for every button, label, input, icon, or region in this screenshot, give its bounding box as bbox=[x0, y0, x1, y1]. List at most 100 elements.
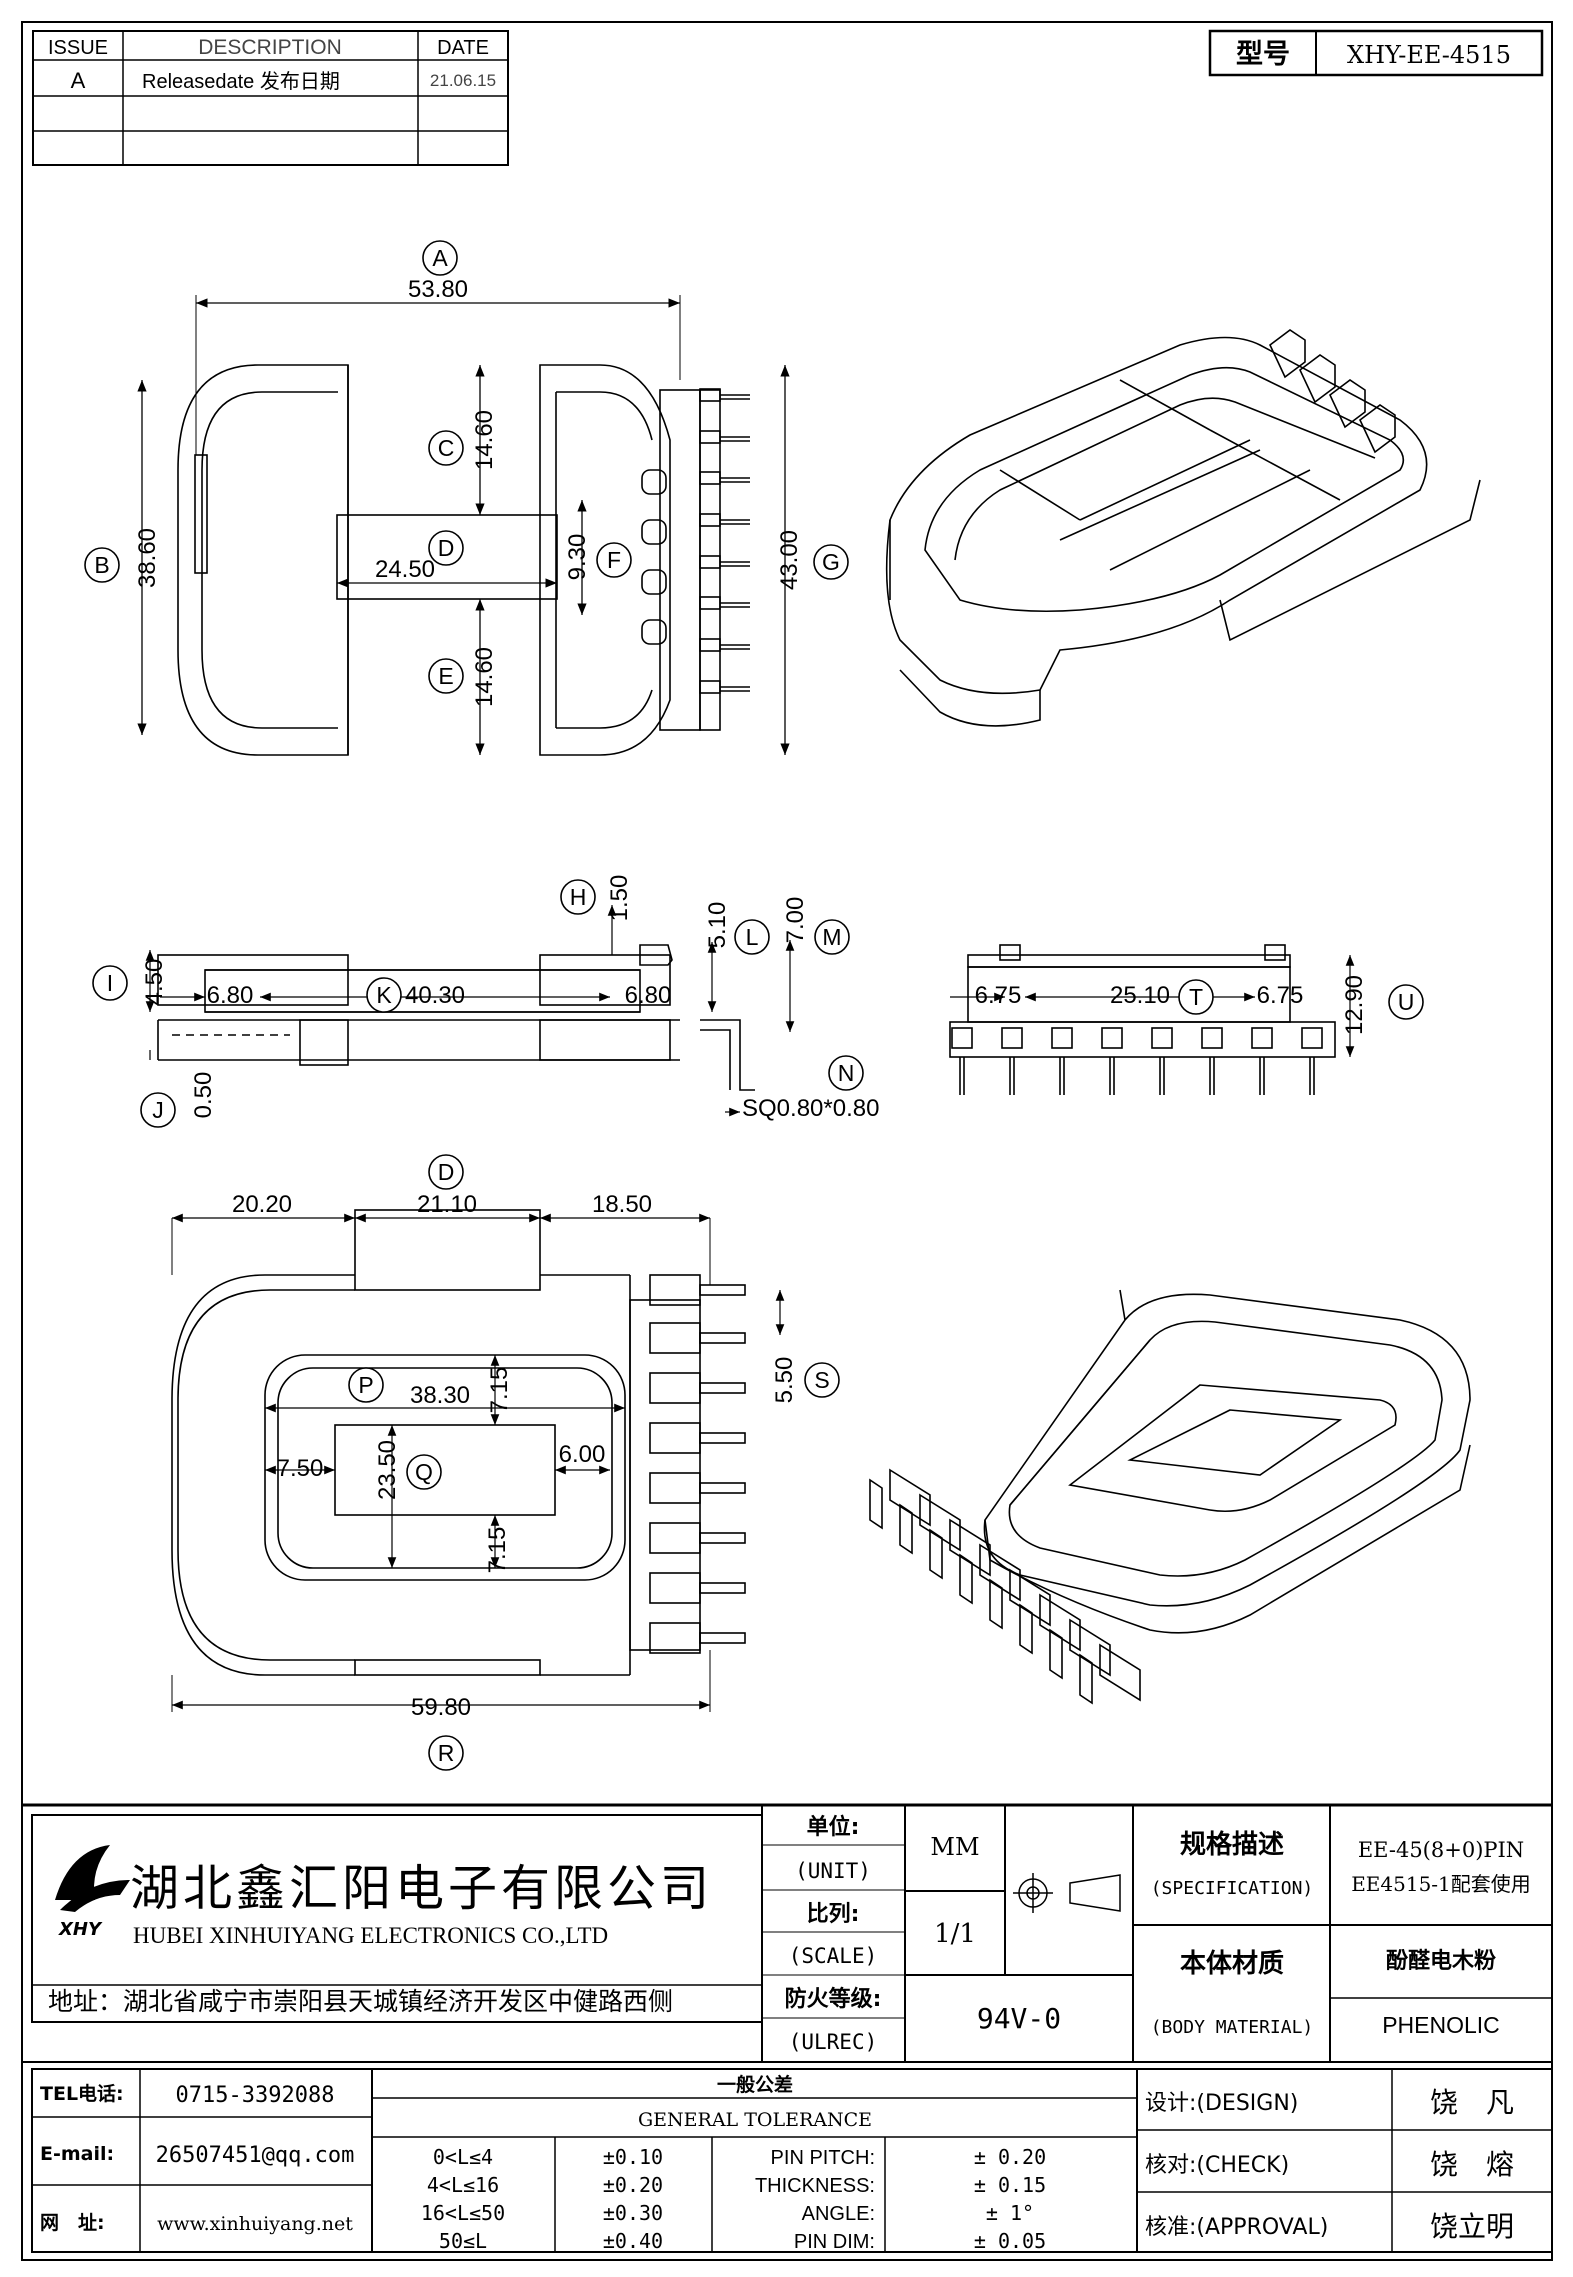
callout-a: A bbox=[422, 240, 458, 276]
callout-f: F bbox=[596, 542, 632, 578]
svg-text:±0.30: ±0.30 bbox=[603, 2201, 663, 2225]
callout-r: R bbox=[428, 1735, 464, 1771]
svg-text:F: F bbox=[607, 547, 621, 573]
svg-text:I: I bbox=[107, 970, 113, 996]
svg-text:核准:(APPROVAL): 核准:(APPROVAL) bbox=[1145, 2215, 1328, 2240]
callout-d: D bbox=[428, 530, 464, 566]
spec-line1: EE-45(8+0)PIN bbox=[1358, 1838, 1524, 1862]
callout-n: N bbox=[828, 1055, 864, 1091]
svg-text:± 1°: ± 1° bbox=[986, 2201, 1034, 2225]
tolerance-title-en: GENERAL TOLERANCE bbox=[638, 2109, 872, 2131]
svg-text:M: M bbox=[822, 924, 841, 950]
rev-header-description: DESCRIPTION bbox=[198, 36, 342, 59]
material-label-cn: 本体材质 bbox=[1180, 1949, 1284, 1979]
dim-q-bottom: 7.15 bbox=[484, 1527, 511, 1574]
unit-label-en: (UNIT) bbox=[795, 1859, 871, 1883]
web-label: 网 址: bbox=[40, 2212, 105, 2234]
material-label-en: (BODY MATERIAL) bbox=[1151, 2017, 1314, 2038]
company-logo: XHY bbox=[55, 1845, 130, 1940]
signoff-row: 核准:(APPROVAL)饶立明 bbox=[1145, 2210, 1514, 2243]
bottom-view bbox=[171, 1209, 746, 1676]
title-block: XHY 湖北鑫汇阳电子有限公司 HUBEI XINHUIYANG ELECTRO… bbox=[22, 1803, 1553, 2253]
svg-text:T: T bbox=[1189, 984, 1203, 1010]
svg-text:0<L≤4: 0<L≤4 bbox=[433, 2145, 493, 2169]
callout-q: Q bbox=[406, 1454, 442, 1490]
dim-g-value: 43.00 bbox=[776, 530, 803, 590]
side-view-dims: 6.75 25.10 6.75 12.90 bbox=[950, 955, 1368, 1057]
company-name-cn: 湖北鑫汇阳电子有限公司 bbox=[130, 1860, 713, 1917]
dim-t-left: 6.75 bbox=[975, 982, 1022, 1009]
svg-text:±0.20: ±0.20 bbox=[603, 2173, 663, 2197]
company-address: 地址：湖北省咸宁市崇阳县天城镇经济开发区中健路西侧 bbox=[48, 1987, 673, 2016]
flame-value: 94V-0 bbox=[977, 2002, 1061, 2035]
dim-k-right: 6.80 bbox=[625, 982, 672, 1009]
svg-text:PIN DIM:: PIN DIM: bbox=[794, 2231, 875, 2253]
svg-text:PIN PITCH:: PIN PITCH: bbox=[771, 2147, 875, 2169]
svg-text:核对:(CHECK): 核对:(CHECK) bbox=[1145, 2153, 1289, 2178]
dim-d-value: 24.50 bbox=[375, 556, 435, 583]
svg-text:Q: Q bbox=[415, 1459, 433, 1485]
callout-k: K bbox=[366, 977, 402, 1013]
svg-text:± 0.05: ± 0.05 bbox=[974, 2229, 1046, 2253]
callout-c: C bbox=[428, 430, 464, 466]
dim-h-value: 1.50 bbox=[606, 875, 633, 922]
svg-text:16<L≤50: 16<L≤50 bbox=[421, 2201, 505, 2225]
spec-label-cn: 规格描述 bbox=[1180, 1829, 1284, 1860]
dim-t-value: 25.10 bbox=[1110, 982, 1170, 1009]
rev-issue-a: A bbox=[71, 68, 86, 93]
dim-s-value: 5.50 bbox=[771, 1357, 798, 1404]
tel-value: 0715-3392088 bbox=[176, 2083, 335, 2108]
svg-text:N: N bbox=[838, 1060, 855, 1086]
callout-j: J bbox=[140, 1092, 176, 1128]
callout-p: P bbox=[348, 1367, 384, 1403]
dim-k-value: 40.30 bbox=[405, 982, 465, 1009]
svg-text:饶 凡: 饶 凡 bbox=[1430, 2086, 1514, 2119]
rev-header-date: DATE bbox=[437, 37, 489, 59]
svg-text:4<L≤16: 4<L≤16 bbox=[427, 2173, 499, 2197]
dim-c-value: 14.60 bbox=[471, 410, 498, 470]
spec-label-en: (SPECIFICATION) bbox=[1151, 1878, 1314, 1899]
svg-text:K: K bbox=[376, 982, 392, 1008]
web-value: www.xinhuiyang.net bbox=[157, 2213, 353, 2235]
revision-table: ISSUE DESCRIPTION DATE A Releasedate 发布日… bbox=[32, 30, 509, 166]
svg-text:设计:(DESIGN): 设计:(DESIGN) bbox=[1145, 2091, 1298, 2116]
projection-symbol-icon bbox=[1013, 1873, 1121, 1913]
model-value: XHY-EE-4515 bbox=[1347, 41, 1511, 69]
signoff-row: 设计:(DESIGN) 饶 凡 bbox=[1145, 2086, 1514, 2119]
svg-text:± 0.15: ± 0.15 bbox=[974, 2173, 1046, 2197]
dim-i-value: 4.50 bbox=[141, 959, 168, 1006]
email-value: 26507451@qq.com bbox=[156, 2143, 355, 2168]
dim-n-value: SQ0.80*0.80 bbox=[742, 1095, 879, 1122]
svg-text:D: D bbox=[438, 1159, 455, 1185]
dim-k-left: 6.80 bbox=[207, 982, 254, 1009]
dim-m-value: 7.00 bbox=[782, 897, 809, 944]
dim-t-right: 6.75 bbox=[1257, 982, 1304, 1009]
svg-text:D: D bbox=[438, 535, 455, 561]
dim-d2-value: 21.10 bbox=[417, 1191, 477, 1218]
unit-label-cn: 单位: bbox=[807, 1814, 860, 1840]
flame-label-en: (ULREC) bbox=[789, 2030, 878, 2054]
scale-label-en: (SCALE) bbox=[789, 1944, 878, 1968]
svg-text:C: C bbox=[438, 435, 455, 461]
dim-p-top: 7.15 bbox=[486, 1367, 513, 1414]
dim-d2-left: 20.20 bbox=[232, 1191, 292, 1218]
callout-l: L bbox=[734, 919, 770, 955]
svg-text:±0.40: ±0.40 bbox=[603, 2229, 663, 2253]
material-value-en: PHENOLIC bbox=[1382, 2012, 1500, 2038]
svg-text:A: A bbox=[432, 245, 448, 271]
signoff-row: 核对:(CHECK)饶 熔 bbox=[1145, 2148, 1514, 2181]
svg-text:ANGLE:: ANGLE: bbox=[802, 2203, 875, 2225]
bottom-view-dims: 20.20 21.10 18.50 5.50 38.30 7.15 23.50 … bbox=[171, 1191, 798, 1721]
dim-b-value: 38.60 bbox=[134, 528, 161, 588]
rev-description-a: Releasedate 发布日期 bbox=[142, 70, 340, 93]
unit-value: MM bbox=[930, 1833, 979, 1861]
top-view bbox=[177, 364, 750, 756]
callout-s: S bbox=[804, 1362, 840, 1398]
model-label: 型号 bbox=[1236, 39, 1290, 70]
top-view-dims: 53.80 38.60 14.60 24.50 14.60 9.30 43.00 bbox=[134, 276, 803, 755]
callout-m: M bbox=[814, 919, 850, 955]
callout-e: E bbox=[428, 658, 464, 694]
